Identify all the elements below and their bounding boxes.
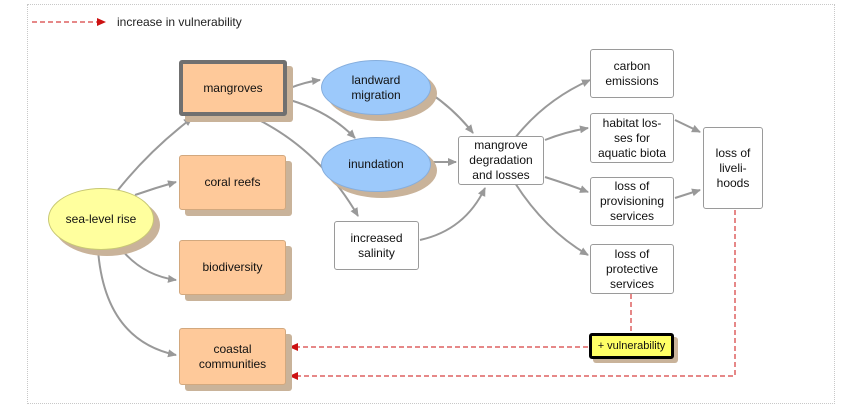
arrow-degradation-to-carbon: [514, 79, 591, 139]
node-mangroves: mangroves: [179, 60, 287, 116]
arrow-mangroves-to-salinity: [254, 117, 359, 217]
node-loss-protective: loss of protective services: [590, 244, 674, 294]
node-landward-migration: landward migration: [321, 60, 431, 115]
arrow-salinity-to-degradation: [419, 187, 486, 241]
node-carbon-emissions: carbon emissions: [590, 49, 674, 98]
arrow-degradation-to-provisioning: [544, 176, 589, 193]
node-loss-provisioning: loss of provisioning services: [590, 177, 674, 226]
node-coastal-communities: coastal communities: [179, 328, 286, 385]
arrow-degradation-to-habitat: [544, 125, 589, 141]
arrow-habitat-to-livelihoods: [674, 119, 701, 133]
arrow-sea-to-biodiversity: [117, 244, 177, 283]
arrow-landward-to-degradation: [429, 92, 474, 134]
node-coral-reefs: coral reefs: [179, 155, 286, 210]
arrow-degradation-to-protective: [514, 182, 589, 256]
node-biodiversity: biodiversity: [179, 240, 286, 295]
node-loss-livelihoods: loss of liveli- hoods: [703, 127, 763, 209]
arrow-provisioning-to-livelihoods: [674, 188, 701, 199]
node-habitat-losses: habitat los- ses for aquatic biota: [590, 113, 674, 163]
node-mangrove-degradation: mangrove degradation and losses: [458, 136, 544, 185]
legend-label: increase in vulnerability: [117, 15, 242, 29]
arrow-sea-to-coastal: [97, 249, 177, 358]
arrow-sea-to-mangroves: [117, 117, 193, 191]
node-vulnerability: + vulnerability: [589, 333, 674, 359]
arrow-mangroves-to-landward: [289, 77, 321, 89]
arrow-mangroves-to-inundation: [289, 99, 356, 139]
diagram-frame: [27, 4, 835, 404]
node-inundation: inundation: [321, 137, 431, 192]
node-increased-salinity: increased salinity: [334, 221, 419, 270]
arrow-sea-to-coral: [134, 180, 177, 196]
node-sea-level-rise: sea-level rise: [48, 188, 154, 250]
